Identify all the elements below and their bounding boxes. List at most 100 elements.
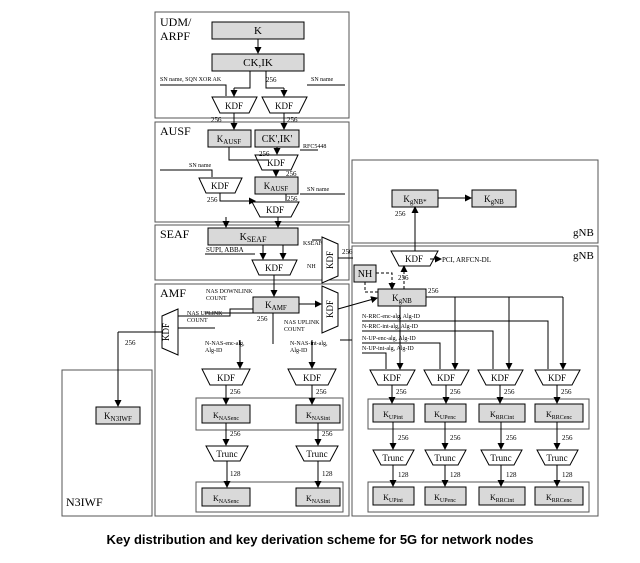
connectors — [114, 39, 567, 488]
key-knasenc-2-box — [201, 487, 251, 507]
trunc-rrc-int-label: Trunc — [490, 453, 511, 463]
bits-256-kgnb: 256 — [428, 287, 439, 295]
kdf-up-int-label: KDF — [383, 373, 401, 383]
n-nas-int-label: N-NAS-int-alg,Alg-ID — [290, 341, 328, 354]
kdf-ausf-bottom-label: KDF — [266, 205, 284, 215]
key-kgnb-top-box — [471, 189, 517, 208]
bits-128-rrc-int: 128 — [506, 471, 517, 479]
bits-256-ausf-a: 256 — [259, 150, 270, 158]
kdf-vertical-n3iwf — [161, 308, 179, 356]
kdf-ausf-left — [198, 177, 243, 194]
gnb-top-group — [351, 159, 599, 244]
seaf-group — [154, 224, 350, 281]
key-knasint-1: KNASint — [306, 411, 330, 422]
bits-256-nas-int: 256 — [316, 388, 327, 396]
key-knasint-2-box — [295, 487, 341, 507]
key-krrcenc-1: KRRCenc — [546, 410, 572, 421]
trunc-rrc-enc-label: Trunc — [546, 453, 567, 463]
key-ckik: CK,IK — [243, 57, 273, 69]
key-krrcenc-2: KRRCenc — [546, 493, 572, 504]
key-kn3iwf: KN3IWF — [104, 411, 132, 423]
gnb-keys-upper-frame — [367, 398, 590, 430]
bits-128-nas-int: 128 — [322, 470, 333, 478]
bits-256-udm: 256 — [266, 76, 277, 84]
key-kupenc-2-box — [424, 486, 467, 506]
kdf-rrc-enc — [534, 369, 581, 386]
kdf-vertical-nh-label: KDF — [325, 251, 335, 269]
key-krrcint-2-box — [478, 486, 526, 506]
kdf-vertical-n3iwf-label: KDF — [161, 323, 171, 341]
kdf-udm-right-label: KDF — [275, 101, 293, 111]
bits-256-rrc-int-2: 256 — [506, 434, 517, 442]
bits-256-nas-enc-2: 256 — [230, 430, 241, 438]
key-knasenc-2: KNASenc — [213, 494, 239, 505]
bits-256-up-int-2: 256 — [398, 434, 409, 442]
kdf-nas-int — [287, 368, 337, 386]
gnb-keys-lower-frame — [367, 481, 590, 513]
key-kupenc-1: KUPenc — [434, 410, 456, 421]
trunc-nas-enc — [205, 445, 249, 462]
kdf-seaf — [251, 259, 298, 276]
kdf-up-enc-label: KDF — [437, 373, 455, 383]
bits-256-rrc-int: 256 — [504, 388, 515, 396]
amf-label: AMF — [160, 286, 186, 300]
n-up-int-label: N-UP-int-alg, Alg-ID — [362, 346, 414, 352]
kdf-rrc-int — [477, 369, 524, 386]
key-kseaf: KSEAF — [240, 232, 267, 244]
seaf-label: SEAF — [160, 227, 190, 241]
key-ckik-prime: CK',IK' — [262, 134, 293, 145]
key-kgnb-main: KgNB — [392, 293, 412, 305]
key-kupint-2: KUPint — [383, 493, 403, 504]
key-krrcint-1-box — [478, 403, 526, 423]
key-kgnb-top: KgNB — [484, 194, 504, 206]
ausf-group — [154, 121, 350, 223]
amf-group — [154, 283, 350, 517]
bits-256-up-enc: 256 — [450, 388, 461, 396]
trunc-up-int — [372, 449, 415, 466]
bits-256-nas-int-2: 256 — [322, 430, 333, 438]
bits-256-udm-left: 256 — [211, 116, 222, 124]
kdf-nas-enc — [201, 368, 251, 386]
key-kausf-2-box — [254, 176, 299, 195]
udm-arpf-group — [154, 11, 350, 119]
trunc-rrc-enc — [536, 449, 579, 466]
figure-caption: Key distribution and key derivation sche… — [106, 532, 534, 547]
n3iwf-label: N3IWF — [66, 495, 103, 509]
bits-256-rrc-enc-2: 256 — [562, 434, 573, 442]
trunc-nas-int-label: Trunc — [306, 449, 327, 459]
n-nas-enc-label: N-NAS-enc-alg,Alg-ID — [205, 341, 245, 354]
kdf-ausf-left-label: KDF — [211, 181, 229, 191]
supi-abba-label: SUPI, ABBA — [206, 246, 244, 254]
key-nh: NH — [358, 269, 372, 280]
key-ckik-box — [211, 53, 305, 72]
nas-keys-upper-frame — [195, 397, 344, 431]
sn-name-label-ausf: SN name — [189, 163, 212, 169]
bits-256-rrc-enc: 256 — [561, 388, 572, 396]
bits-128-nas-enc: 128 — [230, 470, 241, 478]
gnb-top-label: gNB — [573, 227, 594, 239]
n-rrc-int-label: N-RRC-int-alg, Alg-ID — [362, 324, 419, 330]
trunc-nas-enc-label: Trunc — [216, 449, 237, 459]
key-kgnb-star: KgNB* — [403, 194, 427, 206]
kdf-ausf-mid — [254, 154, 299, 171]
kdf-nas-int-label: KDF — [303, 373, 321, 383]
nas-keys-lower-frame — [195, 481, 344, 513]
trunc-up-int-label: Trunc — [382, 453, 403, 463]
kdf-rrc-int-label: KDF — [491, 373, 509, 383]
key-k: K — [254, 25, 262, 37]
sn-name-label-udm: SN name — [311, 77, 334, 83]
sn-name-sqn-label: SN name, SQN XOR AK — [160, 77, 222, 83]
bits-256-ausf-b: 256 — [286, 170, 297, 178]
key-krrcenc-1-box — [534, 403, 584, 423]
bits-128-rrc-enc: 128 — [562, 471, 573, 479]
kdf-up-enc — [423, 369, 470, 386]
ausf-label: AUSF — [160, 124, 191, 138]
kseaf-small-label: KSEAF — [303, 241, 323, 247]
kdf-vertical-gnb-label: KDF — [325, 300, 335, 318]
bits-256-up-enc-2: 256 — [450, 434, 461, 442]
kdf-ausf-bottom — [251, 201, 300, 218]
kdf-gnb-nh — [390, 250, 439, 267]
gnb-main-label: gNB — [573, 250, 594, 262]
